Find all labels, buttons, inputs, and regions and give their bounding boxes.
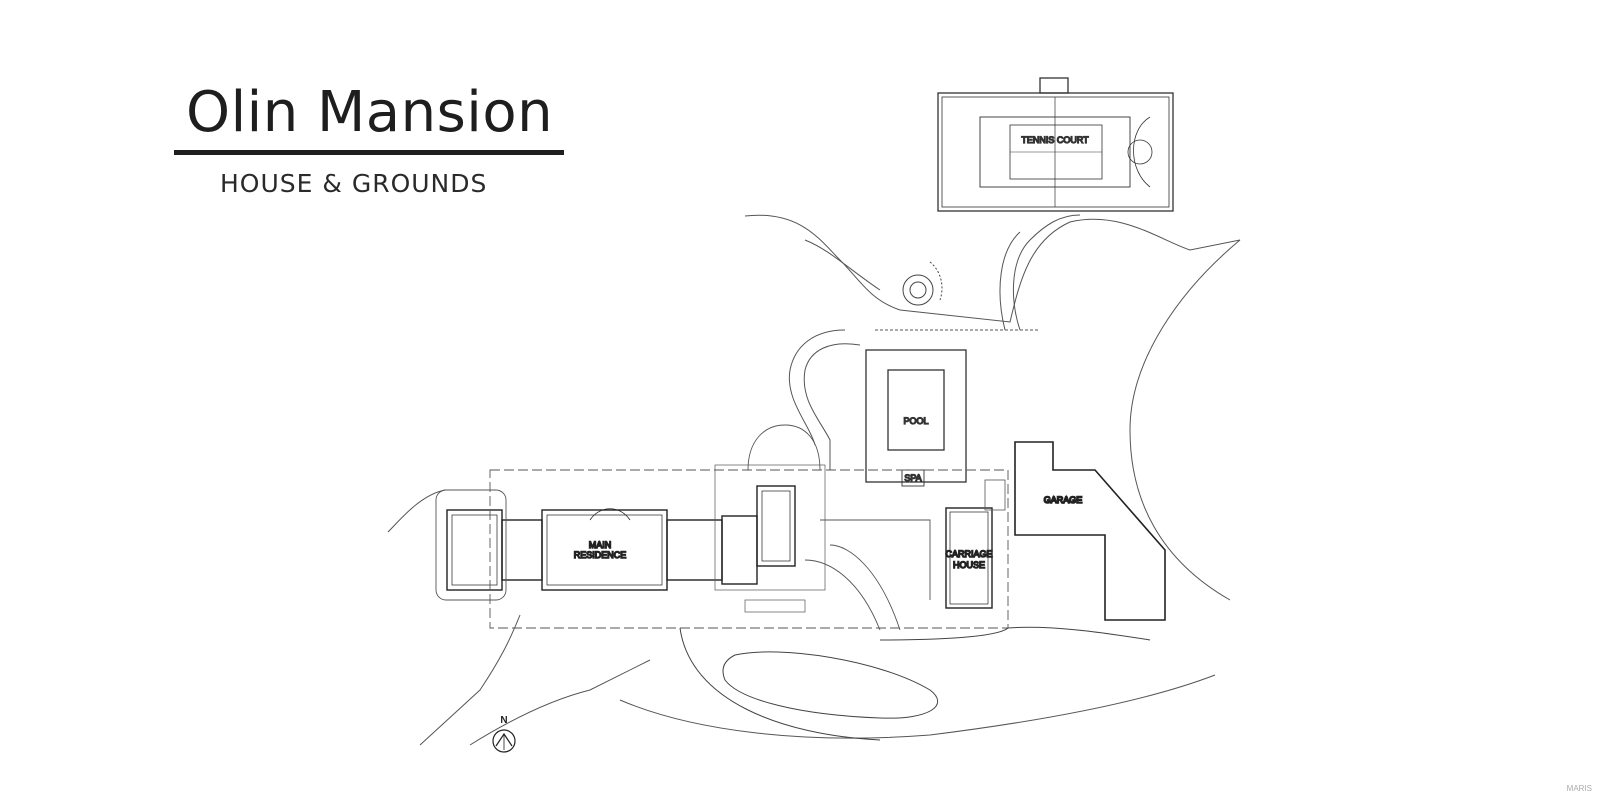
north-arrow: N <box>492 715 516 753</box>
tennis-court: TENNIS COURT <box>937 77 1174 212</box>
pool-label: POOL <box>903 416 928 426</box>
path-north <box>1012 214 1081 331</box>
carriage-house-label-2: HOUSE <box>953 560 985 570</box>
drive-sw-2 <box>469 659 651 746</box>
main-residence-label-1: MAIN <box>589 540 612 550</box>
main-residence: MAIN RESIDENCE <box>446 485 796 591</box>
carriage-house-label-1: CARRIAGE <box>945 549 992 559</box>
page-subtitle: HOUSE & GROUNDS <box>220 169 488 198</box>
carriage-house: CARRIAGE HOUSE <box>945 507 993 609</box>
pool-walk-west <box>803 343 861 470</box>
spa-label: SPA <box>904 473 921 483</box>
grounds-curve-east <box>1129 239 1241 601</box>
terraces <box>435 424 1009 631</box>
pool-walk-west-2 <box>788 329 846 446</box>
title-block: Olin Mansion HOUSE & GROUNDS <box>174 80 564 198</box>
oval-drive <box>679 626 1151 741</box>
drive-sw <box>419 614 521 746</box>
drive-west <box>387 489 470 533</box>
pool-area: POOL SPA <box>865 349 967 487</box>
path-to-garden <box>804 239 881 291</box>
garden-circle <box>902 261 943 306</box>
page-title: Olin Mansion <box>186 80 554 145</box>
watermark: MARIS <box>1566 784 1592 793</box>
garage-label: GARAGE <box>1044 495 1083 505</box>
grounds-outline <box>744 214 1241 323</box>
grounds-curve-south <box>619 674 1216 739</box>
north-arrow-label: N <box>500 715 507 726</box>
tennis-court-label: TENNIS COURT <box>1021 135 1089 145</box>
title-divider <box>174 150 564 155</box>
path-north-2 <box>999 231 1021 331</box>
garage: GARAGE <box>1014 441 1166 621</box>
main-residence-label-2: RESIDENCE <box>574 550 627 560</box>
